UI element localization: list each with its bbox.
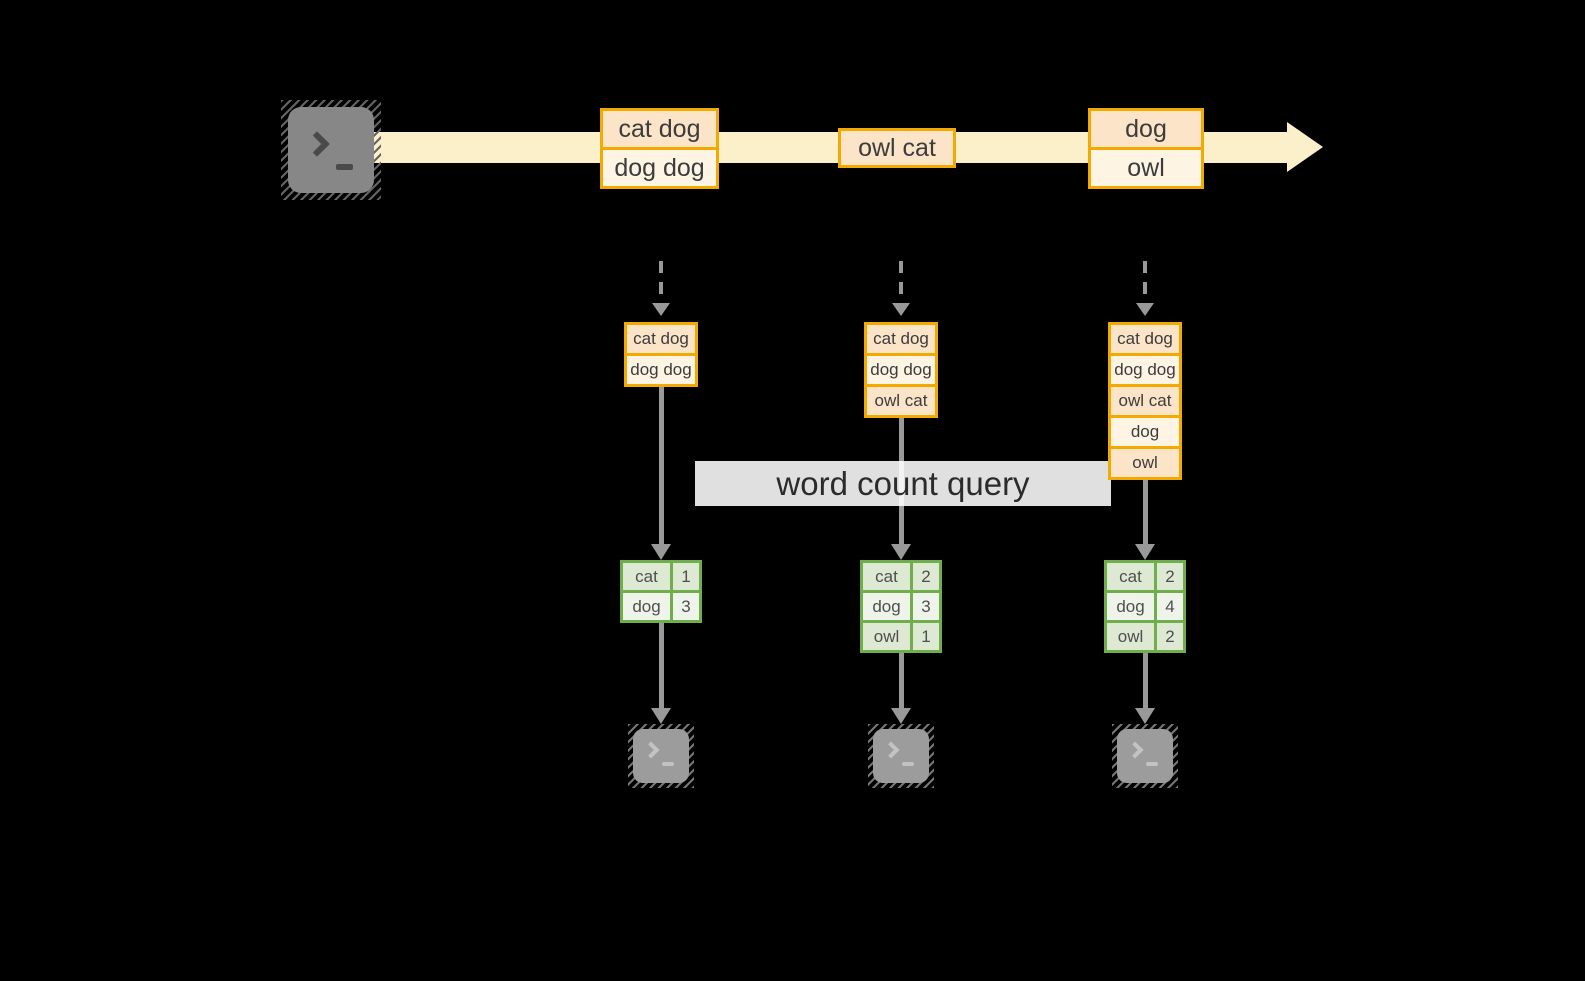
table-row: dog 3 [623, 590, 699, 620]
table-row: cat 2 [863, 563, 939, 590]
state-record: dog [1111, 415, 1179, 446]
word-cell: owl [863, 623, 910, 650]
input-stream-arrowhead-icon [1287, 122, 1323, 172]
count-cell: 4 [1154, 593, 1183, 620]
state-box-2: cat dog dog dog owl cat [864, 322, 938, 418]
stream-record: owl [1091, 147, 1201, 186]
state-record: dog dog [627, 353, 695, 384]
output-arrow-icon [1135, 653, 1155, 724]
state-record: cat dog [867, 325, 935, 353]
output-arrow-icon [891, 653, 911, 724]
count-cell: 1 [670, 563, 699, 590]
count-cell: 3 [910, 593, 939, 620]
count-cell: 2 [1154, 623, 1183, 650]
stream-record: cat dog [603, 111, 716, 147]
dashed-line [1143, 261, 1147, 303]
table-row: cat 1 [623, 563, 699, 590]
stream-record: owl cat [841, 131, 953, 165]
prompt-chevron-icon [1126, 741, 1144, 759]
state-record: owl cat [1111, 384, 1179, 415]
arrowhead-icon [891, 708, 911, 724]
word-count-table-3: cat 2 dog 4 owl 2 [1104, 560, 1186, 653]
state-record: cat dog [627, 325, 695, 353]
batch-arrow-icon [1135, 261, 1155, 317]
arrow-line [1143, 653, 1148, 708]
query-label-text: word count query [776, 464, 1030, 502]
stream-record: dog [1091, 111, 1201, 147]
word-cell: dog [863, 593, 910, 620]
terminal-icon [628, 724, 694, 788]
count-cell: 3 [670, 593, 699, 620]
state-record: owl [1111, 446, 1179, 477]
stream-record: dog dog [603, 147, 716, 186]
table-row: owl 1 [863, 620, 939, 650]
word-count-table-2: cat 2 dog 3 owl 1 [860, 560, 942, 653]
state-record: cat dog [1111, 325, 1179, 353]
terminal-window [873, 729, 929, 783]
stream-batch-3: dog owl [1088, 108, 1204, 189]
stream-batch-2: owl cat [838, 128, 956, 168]
query-arrow-icon [651, 387, 671, 560]
terminal-window [633, 729, 689, 783]
dashed-line [659, 261, 663, 303]
word-cell: owl [1107, 623, 1154, 650]
stream-batch-1: cat dog dog dog [600, 108, 719, 189]
batch-arrow-icon [891, 261, 911, 317]
arrowhead-icon [891, 544, 911, 560]
arrowhead-icon [1135, 544, 1155, 560]
word-cell: dog [1107, 593, 1154, 620]
arrow-line [899, 653, 904, 708]
dashed-line [899, 261, 903, 303]
prompt-cursor-icon [662, 762, 674, 766]
output-arrow-icon [651, 623, 671, 724]
prompt-cursor-icon [336, 164, 353, 170]
arrow-line [1143, 480, 1148, 544]
word-cell: cat [863, 563, 910, 590]
count-cell: 2 [1154, 563, 1183, 590]
table-row: cat 2 [1107, 563, 1183, 590]
arrowhead-icon [1136, 303, 1154, 316]
batch-arrow-icon [651, 261, 671, 317]
state-box-1: cat dog dog dog [624, 322, 698, 387]
terminal-icon [868, 724, 934, 788]
count-cell: 1 [910, 623, 939, 650]
word-cell: dog [623, 593, 670, 620]
state-box-3: cat dog dog dog owl cat dog owl [1108, 322, 1182, 480]
query-label: word count query [695, 461, 1111, 506]
table-row: dog 3 [863, 590, 939, 620]
terminal-icon [281, 100, 381, 200]
prompt-cursor-icon [1146, 762, 1158, 766]
word-count-table-1: cat 1 dog 3 [620, 560, 702, 623]
prompt-chevron-icon [642, 741, 660, 759]
terminal-window [1117, 729, 1173, 783]
arrowhead-icon [892, 303, 910, 316]
word-cell: cat [623, 563, 670, 590]
query-arrow-icon [1135, 480, 1155, 560]
arrow-line [659, 623, 664, 708]
arrowhead-icon [651, 708, 671, 724]
table-row: dog 4 [1107, 590, 1183, 620]
arrowhead-icon [651, 544, 671, 560]
state-record: owl cat [867, 384, 935, 415]
word-cell: cat [1107, 563, 1154, 590]
prompt-cursor-icon [902, 762, 914, 766]
table-row: owl 2 [1107, 620, 1183, 650]
arrowhead-icon [652, 303, 670, 316]
terminal-window [288, 107, 374, 193]
state-record: dog dog [867, 353, 935, 384]
state-record: dog dog [1111, 353, 1179, 384]
prompt-chevron-icon [882, 741, 900, 759]
arrow-line [659, 387, 664, 544]
prompt-chevron-icon [304, 131, 330, 157]
count-cell: 2 [910, 563, 939, 590]
arrowhead-icon [1135, 708, 1155, 724]
terminal-icon [1112, 724, 1178, 788]
